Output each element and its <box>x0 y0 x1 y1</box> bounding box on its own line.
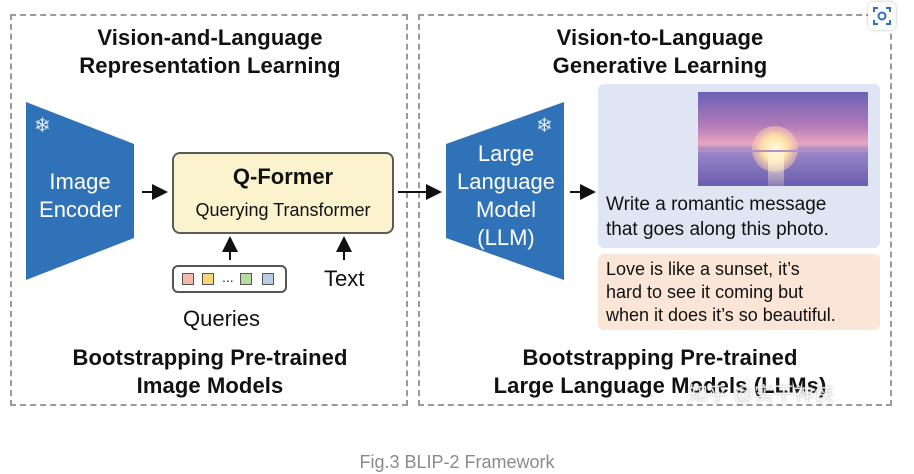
image-encoder-shape <box>26 102 134 280</box>
right-heading-line1: Vision-to-Language <box>556 25 764 50</box>
query-ellipsis: ... <box>222 269 234 285</box>
right-panel <box>418 14 892 406</box>
llm-line3: Model <box>476 197 536 222</box>
right-heading: Vision-to-Language Generative Learning <box>420 24 900 80</box>
image-encoder-label: Image Encoder <box>24 168 136 224</box>
right-footer: Bootstrapping Pre-trained Large Language… <box>420 344 900 400</box>
query-token <box>202 273 214 285</box>
query-token <box>262 273 274 285</box>
sun-reflection <box>768 152 784 186</box>
sunset-photo <box>698 92 868 186</box>
text-label: Text <box>324 266 365 291</box>
answer-text: Love is like a sunset, it’s hard to see … <box>606 258 878 327</box>
snowflake-icon: ❄ <box>34 115 51 137</box>
image-encoder-line1: Image <box>49 169 111 194</box>
queries-box: ... <box>172 265 287 293</box>
llm-line2: Language <box>457 169 555 194</box>
prompt-line1: Write a romantic message <box>606 194 827 215</box>
answer-line1: Love is like a sunset, it’s <box>606 259 800 279</box>
answer-line2: hard to see it coming but <box>606 282 804 302</box>
figure-caption: Fig.3 BLIP-2 Framework <box>359 452 555 472</box>
watermark: 知乎 @实干神侠 <box>688 384 834 406</box>
horizon-line <box>698 150 868 152</box>
left-footer-line2: Image Models <box>136 373 284 398</box>
prompt-text: Write a romantic message that goes along… <box>606 192 872 242</box>
left-footer-line1: Bootstrapping Pre-trained <box>72 345 348 370</box>
qformer-subtitle: Querying Transformer <box>195 200 371 220</box>
right-footer-line2: Large Language Models (LLMs) <box>493 373 827 398</box>
prompt-line2: that goes along this photo. <box>606 219 829 240</box>
llm-shape <box>446 102 564 280</box>
qformer-box: Q-Former Querying Transformer <box>172 152 394 234</box>
left-heading-line2: Representation Learning <box>79 53 341 78</box>
llm-line4: (LLM) <box>477 225 535 250</box>
left-heading-line1: Vision-and-Language <box>97 25 323 50</box>
left-footer: Bootstrapping Pre-trained Image Models <box>12 344 408 400</box>
snowflake-icon: ❄ <box>536 115 553 137</box>
qformer-title: Q-Former <box>232 164 334 189</box>
scan-icon[interactable] <box>868 2 896 30</box>
right-heading-line2: Generative Learning <box>552 53 768 78</box>
query-token <box>182 273 194 285</box>
llm-line1: Large <box>477 141 535 166</box>
answer-box <box>598 254 880 330</box>
queries-label: Queries <box>183 306 261 331</box>
answer-line3: when it does it’s so beautiful. <box>606 305 836 325</box>
query-token <box>240 273 252 285</box>
left-panel <box>10 14 408 406</box>
right-footer-line1: Bootstrapping Pre-trained <box>522 345 798 370</box>
left-heading: Vision-and-Language Representation Learn… <box>12 24 408 80</box>
llm-label: Large Language Model (LLM) <box>448 140 564 252</box>
image-encoder-line2: Encoder <box>39 197 121 222</box>
